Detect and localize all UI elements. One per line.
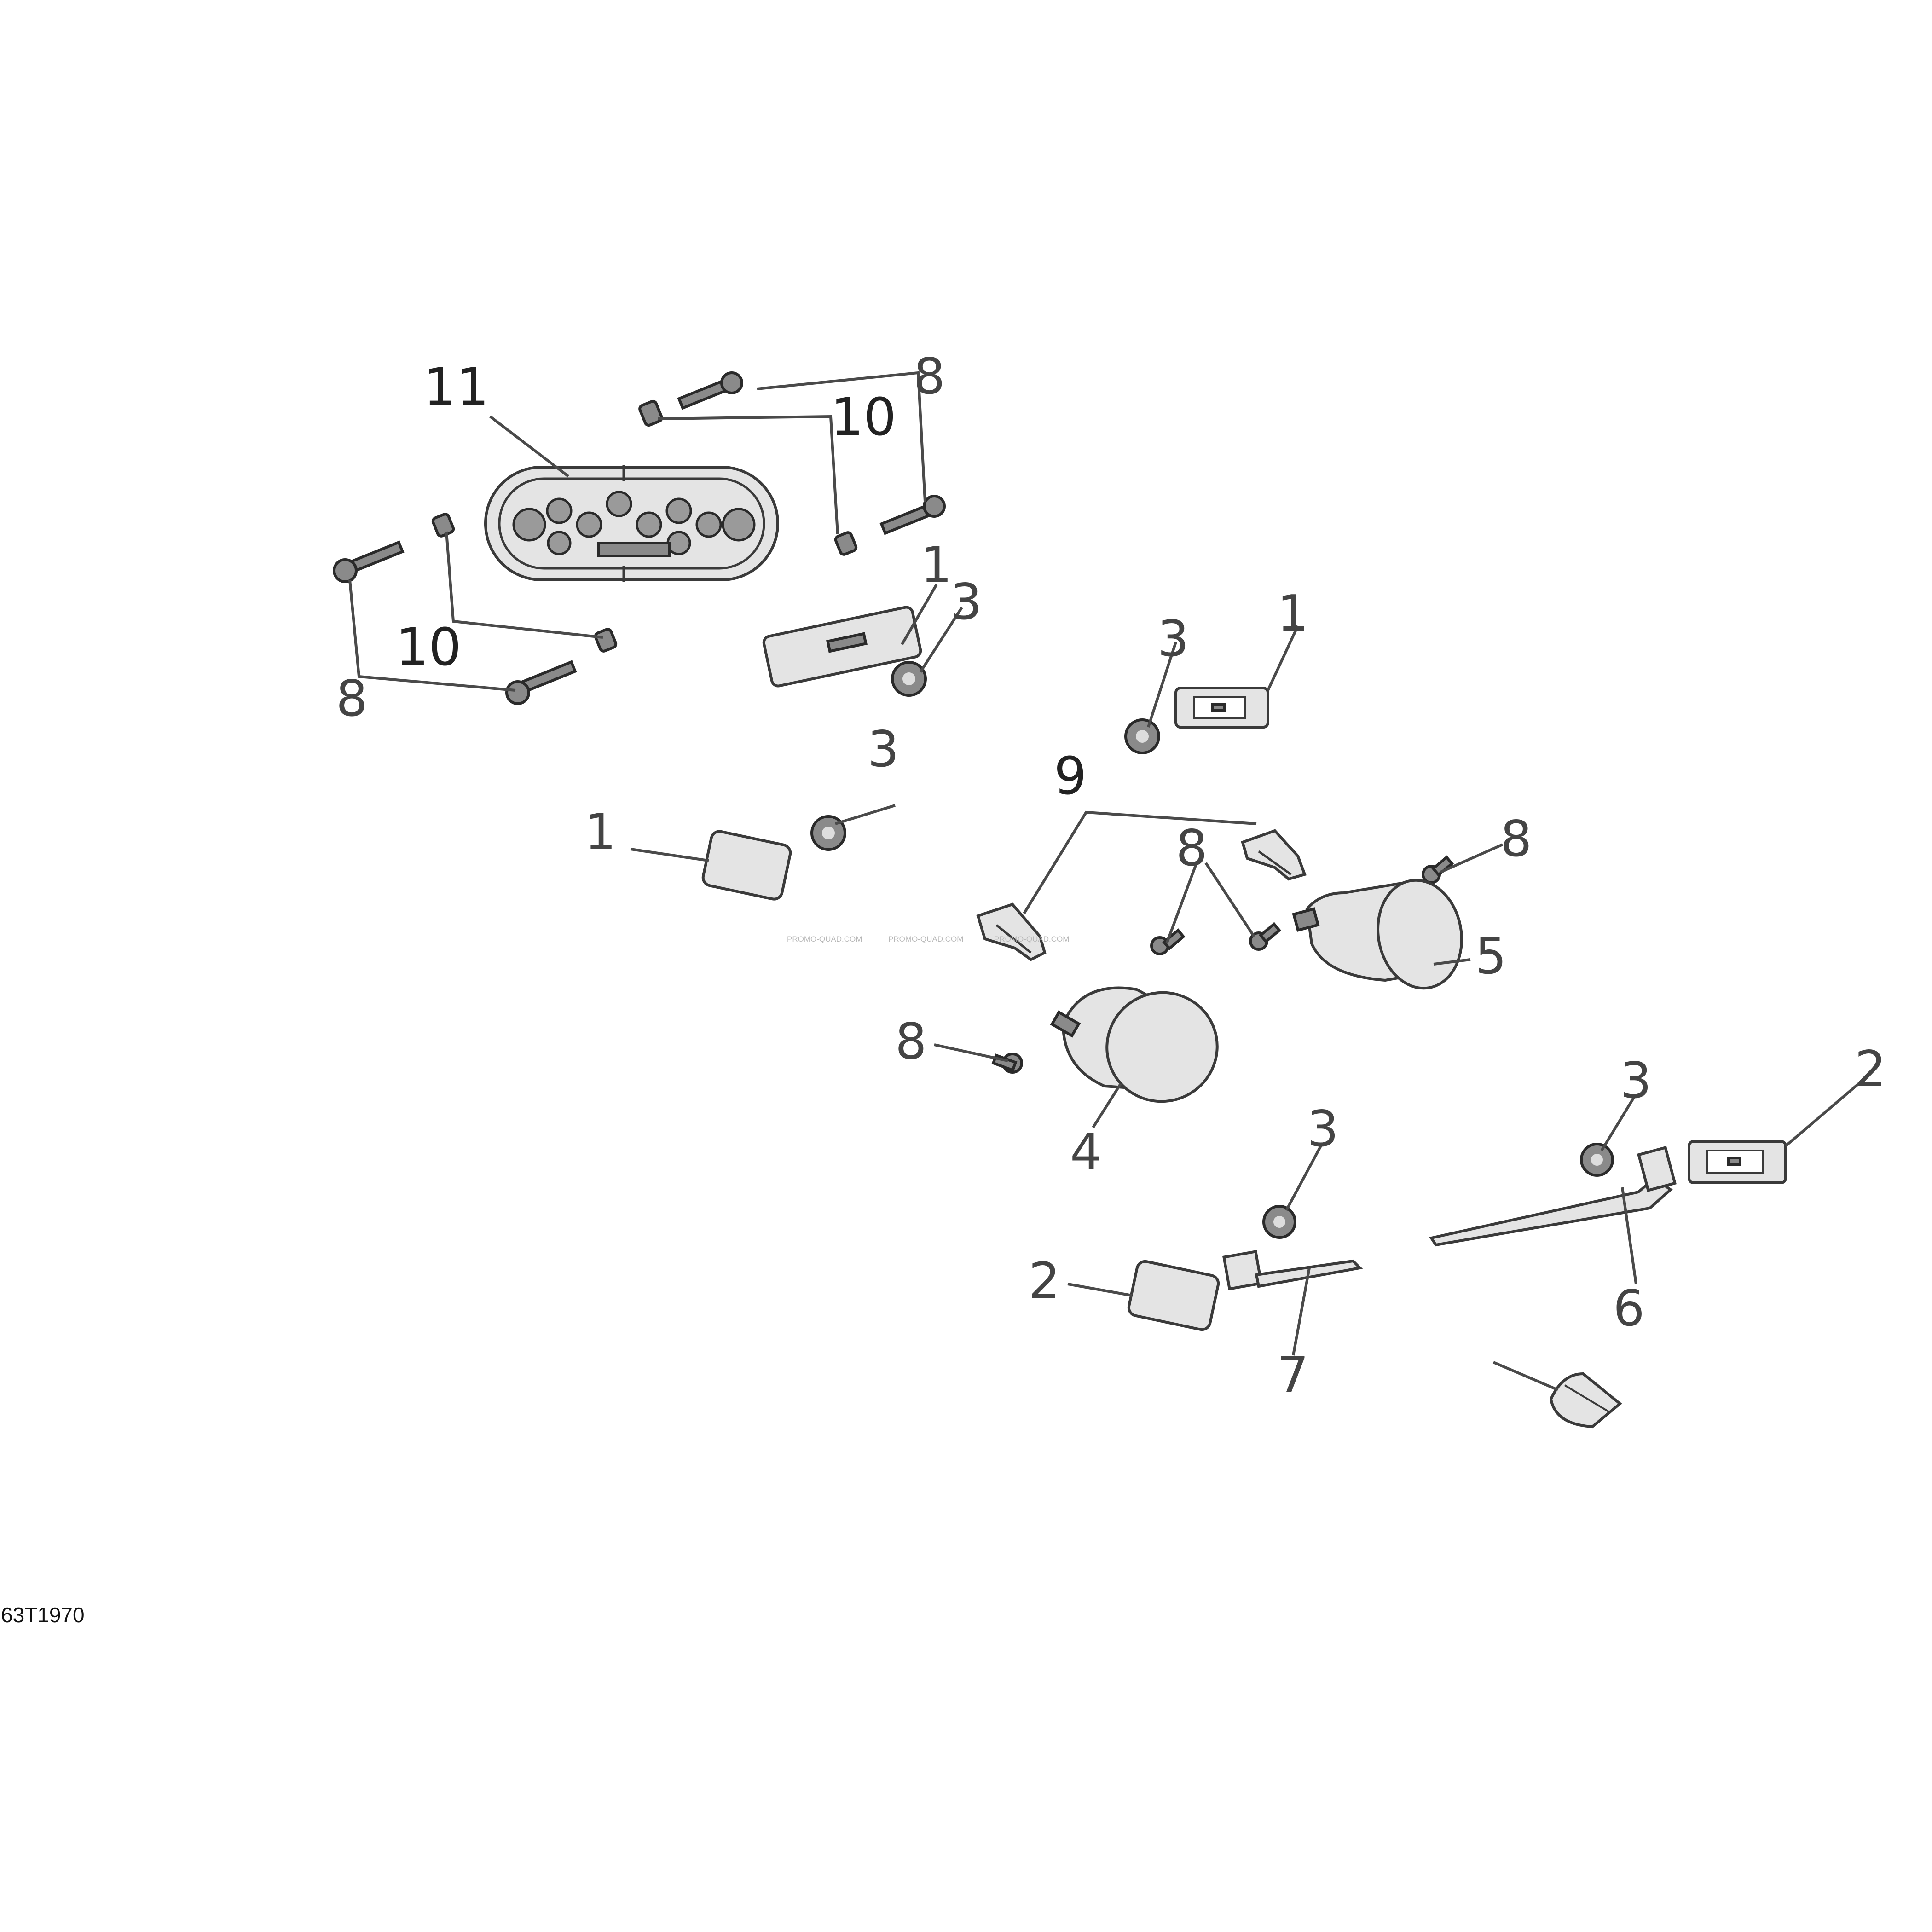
led-tail-light	[484, 465, 779, 582]
callout-3: 3	[1307, 1100, 1339, 1158]
leader-lines	[348, 371, 1865, 1391]
nut	[834, 531, 858, 556]
callout-5: 5	[1475, 928, 1507, 985]
reflector	[1174, 687, 1269, 729]
nut	[638, 399, 663, 427]
reflector	[1688, 1140, 1787, 1184]
callout-1: 1	[1277, 585, 1309, 642]
flange-nut	[1580, 1143, 1614, 1177]
bolt	[505, 660, 577, 705]
callout-6: 6	[1613, 1280, 1645, 1337]
flange-nut	[1262, 1205, 1296, 1239]
flange-nut	[1124, 718, 1160, 754]
bolt	[677, 371, 743, 410]
callout-8: 8	[336, 670, 368, 728]
flange-nut	[891, 661, 927, 697]
callout-1: 1	[920, 537, 952, 594]
watermark: PROMO-QUAD.COM	[888, 935, 963, 943]
callout-9: 9	[1054, 746, 1087, 806]
callout-3: 3	[1157, 610, 1189, 668]
bulb	[976, 902, 1047, 961]
callout-8: 8	[1176, 820, 1208, 877]
cone-cap	[1549, 1372, 1622, 1429]
callout-4: 4	[1070, 1123, 1102, 1181]
reflector	[1127, 1260, 1220, 1331]
watermarks: PROMO-QUAD.COM PROMO-QUAD.COM PROMO-QUAD…	[787, 935, 1069, 943]
callout-10: 10	[831, 388, 897, 447]
callout-3: 3	[1620, 1052, 1652, 1110]
screw	[991, 1053, 1023, 1074]
callout-10: 10	[396, 618, 462, 677]
callout-2: 2	[1855, 1041, 1886, 1098]
callout-8: 8	[895, 1013, 927, 1070]
callout-8: 8	[914, 348, 945, 405]
bolt	[333, 540, 405, 583]
reflector	[701, 830, 792, 901]
callout-3: 3	[868, 721, 899, 778]
callout-8: 8	[1500, 810, 1532, 868]
screw	[1150, 928, 1186, 955]
screw	[1249, 922, 1282, 951]
callouts: 11 8 10 1 3 10 8 3 1 9 3 1 8 8 5 8 4 3 2…	[336, 348, 1886, 1404]
long-bracket	[1429, 1145, 1677, 1247]
reflector	[762, 606, 922, 688]
short-bracket	[1222, 1249, 1363, 1291]
watermark: PROMO-QUAD.COM	[787, 935, 862, 943]
callout-7: 7	[1277, 1347, 1309, 1404]
bolt	[879, 495, 946, 535]
callout-11: 11	[423, 358, 489, 417]
drawing-code: 63T1970	[1, 1603, 85, 1627]
watermark: PROMO-QUAD.COM	[994, 935, 1069, 943]
callout-2: 2	[1029, 1252, 1060, 1310]
fog-lamp	[1050, 986, 1219, 1103]
nut	[594, 628, 618, 653]
headlight	[1292, 879, 1463, 990]
callout-3: 3	[950, 573, 982, 631]
callout-1: 1	[584, 804, 616, 861]
bulb	[1241, 829, 1307, 881]
nut	[431, 513, 455, 538]
